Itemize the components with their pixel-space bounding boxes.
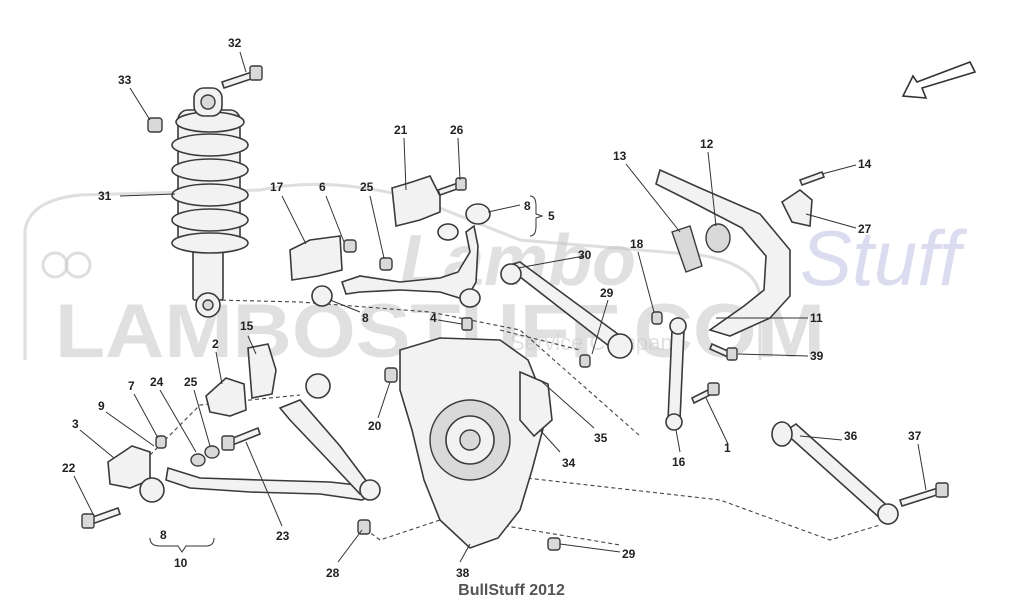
callout-27: 27: [858, 222, 872, 236]
watermark-car-outline: [23, 182, 762, 360]
callout-10: 10: [174, 556, 188, 570]
callout-23: 23: [276, 529, 290, 543]
callout-15: 15: [240, 319, 254, 333]
callout-29-lower: 29: [622, 547, 636, 561]
callout-8-mid: 8: [362, 311, 369, 325]
callout-22: 22: [62, 461, 76, 475]
callout-18: 18: [630, 237, 644, 251]
callout-7: 7: [128, 379, 135, 393]
callout-6: 6: [319, 180, 326, 194]
callout-17: 17: [270, 180, 284, 194]
callout-3: 3: [72, 417, 79, 431]
callout-28: 28: [326, 566, 340, 580]
callout-25-upper: 25: [360, 180, 374, 194]
group-braces: [149, 195, 544, 553]
lower-wishbone: [139, 373, 381, 503]
callout-24: 24: [150, 375, 164, 389]
callout-26: 26: [450, 123, 464, 137]
callout-8-upper: 8: [524, 199, 531, 213]
upper-wishbone: [311, 203, 491, 308]
watermark-headlight-right: [64, 251, 92, 279]
direction-arrow-icon: [901, 60, 977, 99]
callout-33: 33: [118, 73, 132, 87]
callout-37: 37: [908, 429, 922, 443]
callout-5: 5: [548, 209, 555, 223]
watermark-headlight-left: [41, 251, 69, 279]
callout-9: 9: [98, 399, 105, 413]
callout-30: 30: [578, 248, 592, 262]
callout-32: 32: [228, 36, 242, 50]
callout-21: 21: [394, 123, 408, 137]
callout-35: 35: [594, 431, 608, 445]
callout-2: 2: [212, 337, 219, 351]
leader-lines: [73, 51, 927, 563]
callout-20: 20: [368, 419, 382, 433]
hub-carrier: [399, 337, 553, 549]
callout-38: 38: [456, 566, 470, 580]
callout-16: 16: [672, 455, 686, 469]
shock-absorber-assembly: [171, 87, 249, 318]
footer-credit: BullStuff 2012: [458, 582, 565, 599]
callout-36: 36: [844, 429, 858, 443]
part-callouts: 32 33 31 17 6 25 21 26 8 5 30 8 4 29 13 …: [62, 36, 922, 580]
callout-1: 1: [724, 441, 731, 455]
fasteners: [81, 65, 949, 551]
callout-13: 13: [613, 149, 627, 163]
callout-8-lower: 8: [160, 528, 167, 542]
callout-14: 14: [858, 157, 872, 171]
callout-29-upper: 29: [600, 286, 614, 300]
callout-25-lower: 25: [184, 375, 198, 389]
links-and-stabilizer: [500, 168, 899, 525]
callout-34: 34: [562, 456, 576, 470]
callout-39: 39: [810, 349, 824, 363]
callout-12: 12: [700, 137, 714, 151]
callout-4: 4: [430, 311, 437, 325]
callout-31: 31: [98, 189, 112, 203]
watermark-script-stuff: Stuff: [800, 214, 968, 302]
callout-11: 11: [810, 311, 823, 325]
